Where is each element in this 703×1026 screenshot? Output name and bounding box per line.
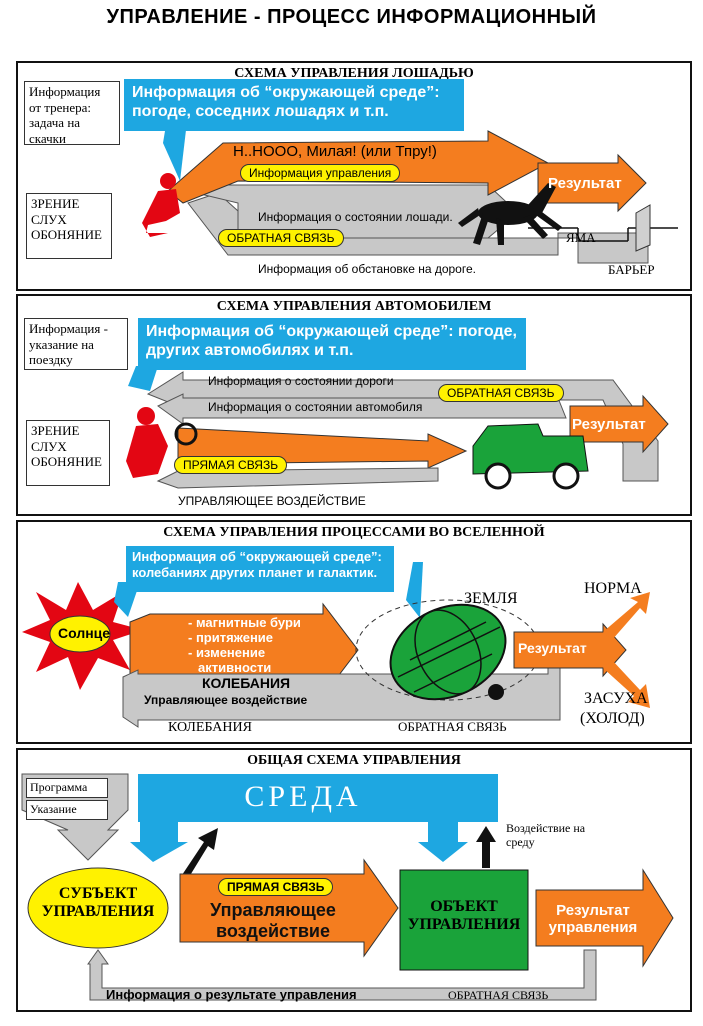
horse-control-info-badge: Информация управления <box>240 164 401 182</box>
horse-figure <box>458 183 562 245</box>
universe-diagram-shapes <box>22 562 650 728</box>
horse-panel-title: СХЕМА УПРАВЛЕНИЯ ЛОШАДЬЮ <box>234 66 474 81</box>
subject-ellipse <box>27 867 169 949</box>
trip-info-box: Информация - указание на поездку <box>24 318 128 370</box>
subject-label: СУБЪЕКТ УПРАВЛЕНИЯ <box>41 885 155 921</box>
car-figure <box>472 423 589 490</box>
universe-osc-bottom: КОЛЕБАНИЯ <box>168 720 252 735</box>
barrier-shape <box>635 204 651 252</box>
car-feedback-badge: ОБРАТНАЯ СВЯЗЬ <box>438 384 564 402</box>
horse-env-info: Информация об “окружающей среде”: погоде… <box>124 79 464 131</box>
env-label: СРЕДА <box>244 780 362 813</box>
rider-figure <box>142 173 180 237</box>
oscillations-label: КОЛЕБАНИЯ <box>202 675 291 691</box>
factor-2: - притяжение <box>188 630 274 645</box>
moon-dot <box>488 684 504 700</box>
horse-panel: СХЕМА УПРАВЛЕНИЯ ЛОШАДЬЮ <box>16 61 692 291</box>
general-feedback-arrow <box>87 949 597 1001</box>
horse-result-label: Результат <box>548 175 622 192</box>
car-env-pointer <box>128 366 158 391</box>
road-state-label: Информация о состоянии дороги <box>208 374 394 388</box>
universe-panel-title: СХЕМА УПРАВЛЕНИЯ ПРОЦЕССАМИ ВО ВСЕЛЕННОЙ <box>163 525 545 540</box>
universe-panel: СХЕМА УПРАВЛЕНИЯ ПРОЦЕССАМИ ВО ВСЕЛЕННОЙ… <box>16 520 692 744</box>
object-box <box>399 869 529 971</box>
horse-state-info: Информация о состоянии лошади. <box>258 210 453 224</box>
universe-result-label: Результат <box>518 640 587 656</box>
universe-env-pointer <box>406 562 423 618</box>
driver-figure <box>126 407 168 478</box>
car-control-action-label: УПРАВЛЯЮЩЕЕ ВОЗДЕЙСТВИЕ <box>178 494 366 508</box>
program-box: Программа <box>26 778 108 798</box>
car-panel-title: СХЕМА УПРАВЛЕНИЯ АВТОМОБИЛЕМ <box>216 299 492 314</box>
instruction-box: Указание <box>26 800 108 820</box>
general-panel-title: ОБЩАЯ СХЕМА УПРАВЛЕНИЯ <box>247 753 461 768</box>
universe-control-action: Управляющее воздействие <box>144 693 308 707</box>
universe-feedback-label: ОБРАТНАЯ СВЯЗЬ <box>398 719 507 734</box>
general-control-action: Управляющее воздействие <box>210 900 336 941</box>
cold-label: (ХОЛОД) <box>580 710 645 727</box>
horse-result-arrow <box>537 153 647 213</box>
horse-senses-box: ЗРЕНИЕ СЛУХ ОБОНЯНИЕ <box>26 193 112 259</box>
factor-4: активности <box>198 660 272 675</box>
norm-label: НОРМА <box>584 580 642 597</box>
info-result-label: Информация о результате управления <box>106 987 357 1002</box>
impact-label: Воздействие на среду <box>506 821 586 849</box>
horse-command-text: Н..НООО, Милая! (или Тпру!) <box>233 143 437 160</box>
factor-1: - магнитные бури <box>188 615 301 630</box>
general-result-arrow <box>535 868 674 968</box>
horse-feedback-badge: ОБРАТНАЯ СВЯЗЬ <box>218 229 344 247</box>
car-state-label: Информация о состоянии автомобиля <box>208 400 423 414</box>
page-title: УПРАВЛЕНИЕ - ПРОЦЕСС ИНФОРМАЦИОННЫЙ <box>106 6 597 28</box>
env-banner <box>130 774 498 862</box>
general-direct-badge: ПРЯМАЯ СВЯЗЬ <box>218 878 334 896</box>
car-env-info: Информация об “окружающей среде”: погоде… <box>138 318 526 370</box>
drought-label: ЗАСУХА <box>584 690 648 707</box>
object-label: ОБЪЕКТ УПРАВЛЕНИЯ <box>407 898 521 934</box>
car-direct-badge: ПРЯМАЯ СВЯЗЬ <box>174 456 288 474</box>
general-panel: ОБЩАЯ СХЕМА УПРАВЛЕНИЯ Программа Указани… <box>16 748 692 1012</box>
trainer-info-box: Информация от тренера: задача на скачки <box>24 81 120 146</box>
earth-globe <box>389 603 507 701</box>
car-senses-box: ЗРЕНИЕ СЛУХ ОБОНЯНИЕ <box>26 420 110 486</box>
sun-label: Солнце <box>58 625 111 641</box>
barrier-label: БАРЬЕР <box>608 262 655 277</box>
earth-label: ЗЕМЛЯ <box>464 590 518 607</box>
universe-env-info: Информация об “окружающей среде”: колеба… <box>126 546 394 592</box>
general-result-label: Результат управления <box>548 902 638 937</box>
horse-road-info: Информация об обстановке на дороге. <box>258 262 476 276</box>
steering-wheel <box>174 422 198 446</box>
drought-arrow <box>603 660 650 708</box>
up-arrow-right <box>476 826 496 868</box>
car-panel: СХЕМА УПРАВЛЕНИЯ АВТОМОБИЛЕМ Информация … <box>16 294 692 516</box>
car-result-label: Результат <box>572 416 646 433</box>
general-feedback-label: ОБРАТНАЯ СВЯЗЬ <box>448 988 549 1002</box>
pit-label: ЯМА <box>566 230 596 245</box>
up-arrow-left <box>180 828 218 882</box>
norm-arrow <box>603 592 650 640</box>
factor-3: - изменение <box>188 645 266 660</box>
